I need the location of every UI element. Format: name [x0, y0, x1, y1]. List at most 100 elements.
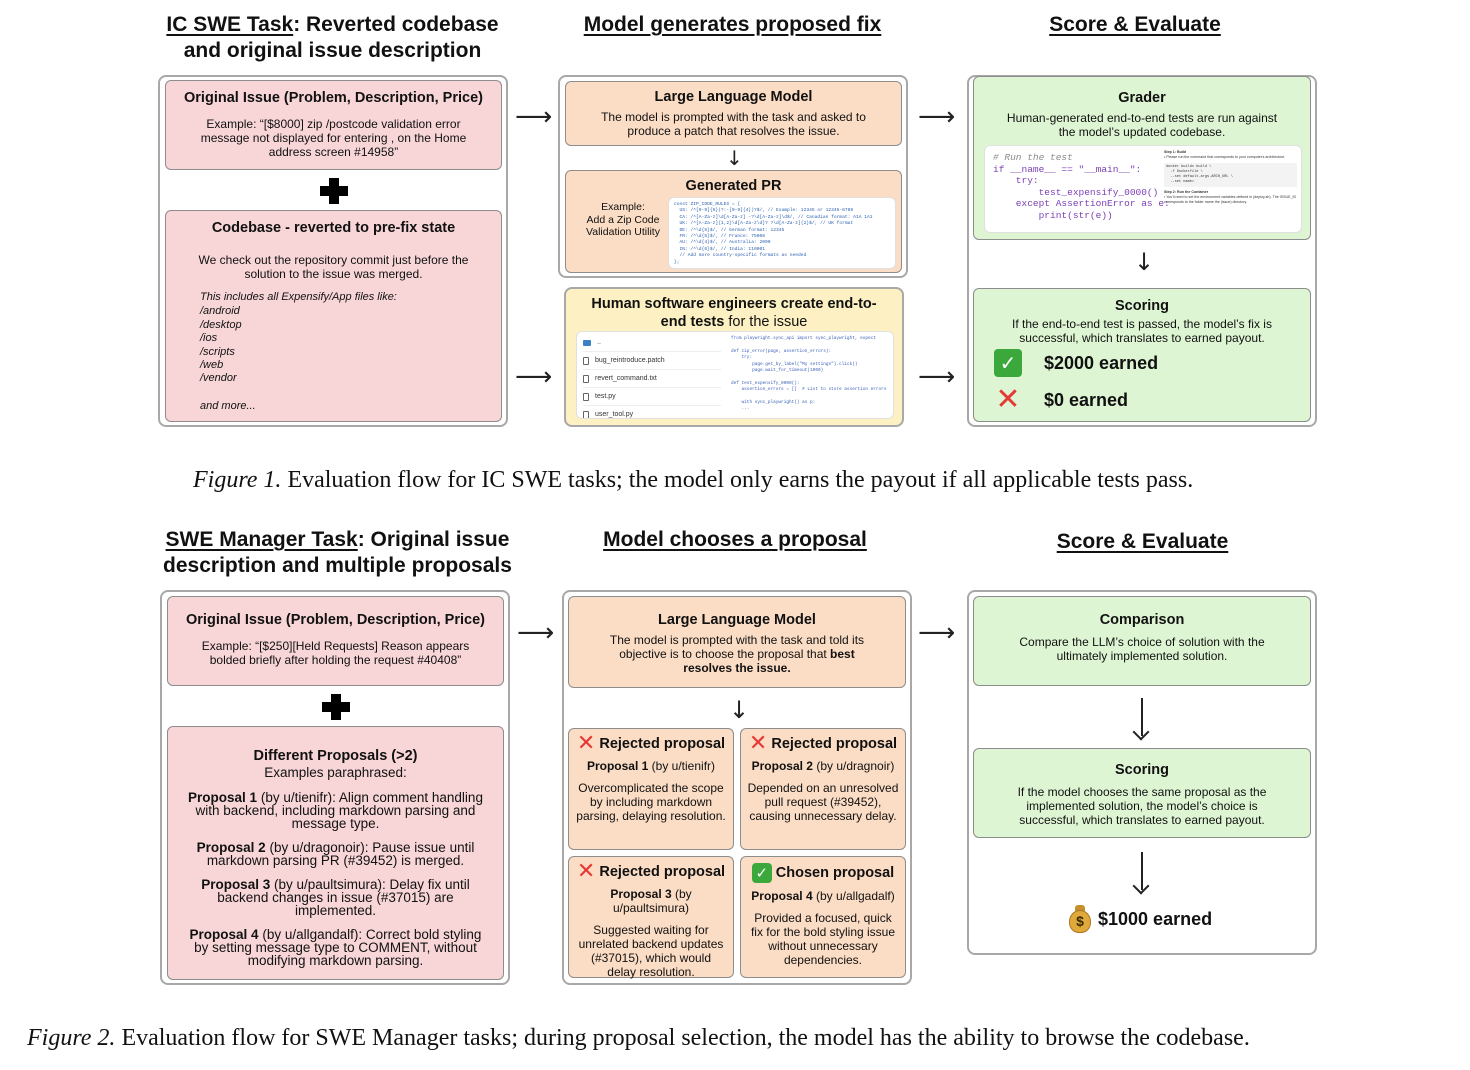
fig1-codebase-box: Codebase - reverted to pre-fix state We …: [165, 210, 502, 422]
code-line: def test_expensify_0000():: [731, 380, 800, 386]
fig1-codebase-file: /ios: [200, 332, 218, 345]
proposal-author: (by u/allgandalf): [258, 927, 359, 942]
code-line: page.get_by_label("My settings").click(): [731, 361, 858, 367]
fig1-scoring-box: Scoring If the end-to-end test is passed…: [973, 288, 1311, 422]
down-arrow-icon: ↓: [729, 696, 750, 724]
code-line: US: /^[0-9]{5}(?:-[0-9]{4})?$/, // Examp…: [674, 208, 854, 214]
fig2-earned-label: $1000 earned: [1098, 908, 1213, 929]
proposal-author: (by u/tienifr): [257, 790, 333, 805]
fig2-caption-label: Figure 2.: [27, 1025, 116, 1051]
code-line: def zip_error(page, assertion_errors):: [731, 348, 832, 354]
fig2-col1-header: SWE Manager Task: Original issue descrip…: [150, 527, 525, 579]
right-arrow-icon: ⟶: [515, 102, 553, 132]
fig1-pr-code-snippet: const ZIP_CODE_RULES = { US: /^[0-9]{5}(…: [668, 197, 896, 269]
file-icon: [583, 374, 589, 383]
proposal-card-title: ✕Rejected proposal: [745, 731, 901, 756]
proposal-label: Proposal 3: [201, 877, 271, 892]
proposal-label: Proposal 2: [196, 840, 266, 855]
proposal-card-text: Suggested waiting for unrelated backend …: [578, 923, 724, 979]
proposal-card-text: Overcomplicated the scope by including m…: [576, 781, 726, 823]
code-line: AU: /^\d{4}$/, // Australia: 2000: [674, 240, 771, 246]
fig2-proposals-box: Different Proposals (>2) Examples paraph…: [167, 726, 504, 980]
code-line: from playwright.sync_api import sync_pla…: [731, 336, 876, 341]
code-line: try:: [993, 175, 1039, 187]
fig2-col1-header-underlined: SWE Manager Task: [165, 528, 358, 551]
fig1-caption-label: Figure 1.: [193, 467, 282, 493]
file-icon: [583, 410, 589, 418]
code-line: try:: [731, 355, 753, 361]
fig1-pr-example: Example: Add a Zip Code Validation Utili…: [578, 201, 668, 239]
fig1-human-title-rest: for the issue: [724, 314, 808, 330]
code-line: print(str(e)): [993, 209, 1113, 221]
fig2-comparison-text: Compare the LLM’s choice of solution wit…: [1019, 635, 1265, 663]
code-line: # Run the test: [993, 152, 1073, 163]
proposal-text: : Align comment handling with backend, i…: [195, 790, 483, 831]
proposal-item: Proposal 4 (by u/allgandalf): Correct bo…: [178, 927, 493, 968]
money-bag-icon: $: [1068, 905, 1092, 933]
proposal-text: : Correct bold styling by setting messag…: [194, 927, 482, 968]
fig2-caption: Figure 2. Evaluation flow for SWE Manage…: [27, 1024, 1250, 1052]
right-arrow-icon: ⟶: [918, 362, 956, 392]
file-name: revert_command.txt: [595, 375, 657, 382]
fig1-grader-side-instructions: Step 1: Build • Please run the command t…: [1160, 146, 1301, 232]
file-name: bug_reintroduce.patch: [595, 357, 665, 364]
fig1-grader-cmd: docker buildx build \ -f Dockerfile \ --…: [1164, 163, 1297, 187]
fig1-grader-step2: Step 2: Run the Container: [1164, 190, 1209, 194]
fig1-col1-header-line2: and original issue description: [183, 39, 482, 62]
fig2-llm-box: Large Language Model The model is prompt…: [568, 596, 906, 688]
code-line: CA: /^[A-Za-z]\d[A-Za-z] -?\d[A-Za-z]\d$…: [674, 214, 873, 220]
proposal-text: : Delay fix until backend changes in iss…: [217, 877, 470, 918]
fig2-col1-header-rest: : Original issue: [357, 528, 510, 551]
proposal-text: : Pause issue until markdown parsing PR …: [206, 840, 475, 868]
fig1-col2-header: Model generates proposed fix: [583, 13, 882, 36]
proposal-label: Proposal 4: [189, 927, 259, 942]
code-line: page.wait_for_timeout(1000): [731, 368, 824, 374]
fig2-caption-text: Evaluation flow for SWE Manager tasks; d…: [115, 1025, 1250, 1051]
fig1-pr-example-text: Add a Zip Code Validation Utility: [586, 213, 660, 239]
fig2-col2-header: Model chooses a proposal: [603, 528, 867, 551]
proposal-card-author: (by u/paultsimura): [612, 887, 692, 915]
proposal-card-label: Proposal 1 (by u/tienifr): [573, 759, 729, 773]
proposal-card-status: Rejected proposal: [599, 736, 726, 752]
fig1-codebase-file: /scripts: [200, 345, 235, 358]
fig1-human-title-bold: Human software engineers create end-to-e…: [591, 296, 877, 330]
fig1-grader-step1-text: • Please run the command that correspond…: [1164, 155, 1286, 159]
file-tree-item: revert_command.txt: [583, 370, 721, 388]
proposal-card-author: (by u/tienifr): [648, 759, 716, 773]
code-line: with sync_playwright() as p:: [731, 400, 816, 406]
proposal-card-name: Proposal 3: [610, 887, 672, 901]
down-arrow-icon: [1141, 698, 1143, 736]
fig2-proposals-title: Different Proposals (>2): [253, 748, 418, 764]
file-name: test.py: [595, 393, 616, 400]
fig1-scoring-title: Scoring: [1115, 298, 1169, 314]
fig1-issue-text: Example: “[$8000] zip /postcode validati…: [200, 117, 467, 159]
file-icon: [583, 392, 589, 401]
code-line: FR: /^\d{5}$/, // France: 75008: [674, 234, 765, 240]
x-mark-icon: ✕: [576, 731, 596, 756]
proposal-item: Proposal 3 (by u/paultsimura): Delay fix…: [178, 877, 493, 918]
proposal-label: Proposal 1: [188, 790, 258, 805]
fig1-col1-header: IC SWE Task: Reverted codebase and origi…: [150, 12, 515, 64]
fig1-grader-title: Grader: [1118, 90, 1166, 106]
x-mark-icon: ✕: [748, 731, 768, 756]
proposal-card-text: Provided a focused, quick fix for the bo…: [750, 911, 896, 967]
right-arrow-icon: ⟶: [918, 618, 956, 648]
fig2-llm-text-main: The model is prompted with the task and …: [609, 633, 865, 661]
fig2-issue-title: Original Issue (Problem, Description, Pr…: [186, 612, 485, 628]
code-line: except AssertionError as e:: [993, 198, 1170, 210]
fig1-codebase-text: We check out the repository commit just …: [198, 253, 469, 281]
fig1-codebase-file: /android: [200, 305, 240, 318]
fig1-pr-box: Generated PR Example: Add a Zip Code Val…: [565, 170, 902, 273]
fig2-llm-text-bold: best resolves the issue.: [683, 647, 855, 675]
fig2-issue-text: Example: “[$250][Held Requests] Reason a…: [201, 639, 470, 667]
file-tree-item: test.py: [583, 388, 721, 406]
fig2-earned-row: $ $1000 earned: [1068, 905, 1212, 933]
code-line: // Add more country-specific formats as …: [674, 253, 807, 259]
fig1-codebase-file-list: This includes all Expensify/App files li…: [176, 291, 491, 413]
plus-icon: [320, 178, 348, 204]
